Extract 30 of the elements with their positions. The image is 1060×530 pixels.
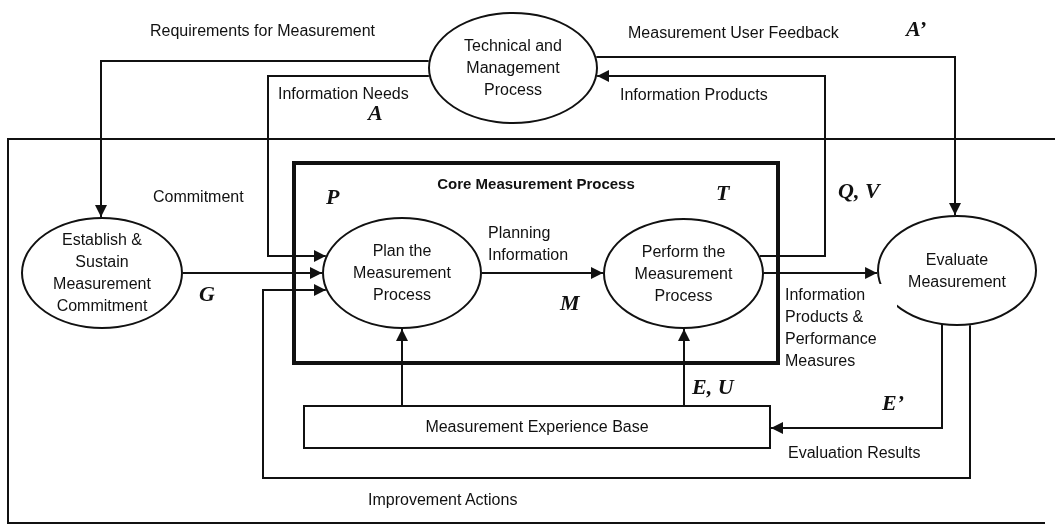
symbol-label: Q, V <box>838 178 880 204</box>
arrow <box>396 328 408 406</box>
node-label: Evaluate Measurement <box>907 249 1007 292</box>
arrow <box>596 70 826 257</box>
arrow <box>678 328 690 406</box>
arrow <box>481 267 604 279</box>
arrow <box>182 267 323 279</box>
symbol-label: M <box>560 290 580 316</box>
node-label: Plan the Measurement Process <box>352 241 452 305</box>
arrow <box>267 75 430 262</box>
node-label: Technical and Management Process <box>463 36 563 100</box>
arrow <box>770 324 943 434</box>
symbol-label: G <box>199 281 215 307</box>
repository-box <box>303 405 771 449</box>
arrow <box>763 267 879 279</box>
process-ellipse <box>21 217 183 329</box>
process-ellipse <box>603 218 764 329</box>
symbol-label: T <box>716 180 730 206</box>
process-ellipse <box>322 217 482 329</box>
node-label: Perform the Measurement Process <box>633 241 734 306</box>
symbol-label: A’ <box>906 16 927 42</box>
node-label: Measurement Experience Base <box>425 417 649 437</box>
symbol-label: E’ <box>882 390 904 416</box>
node-label: Establish & Sustain Measurement Commitment <box>52 230 152 316</box>
group-title: Core Measurement Process <box>437 174 635 194</box>
arrow <box>95 60 430 218</box>
symbol-label: E, U <box>692 374 734 400</box>
arrow <box>595 56 961 216</box>
symbol-label: P <box>326 184 340 210</box>
arrow <box>262 284 971 479</box>
